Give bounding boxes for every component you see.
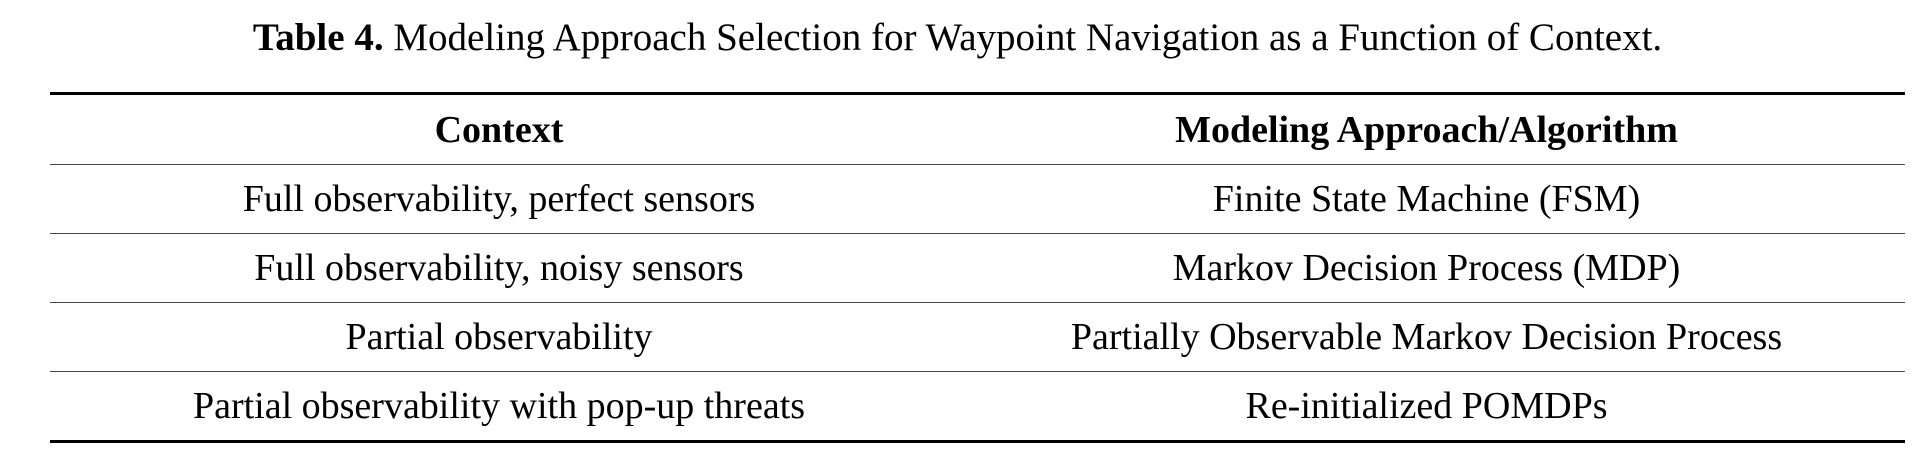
table-row: Full observability, noisy sensors Markov… xyxy=(50,233,1905,302)
table-row: Partial observability Partially Observab… xyxy=(50,302,1905,371)
table-row: Partial observability with pop-up threat… xyxy=(50,371,1905,440)
caption-text: Modeling Approach Selection for Waypoint… xyxy=(393,16,1663,59)
context-cell: Full observability, noisy sensors xyxy=(254,247,744,289)
header-context: Context xyxy=(434,108,564,151)
context-cell: Full observability, perfect sensors xyxy=(242,178,756,220)
header-modeling-approach: Modeling Approach/Algorithm xyxy=(1175,108,1678,151)
table-row: Full observability, perfect sensors Fini… xyxy=(50,164,1905,233)
context-cell: Partial observability with pop-up threat… xyxy=(192,385,806,427)
caption-label: Table 4. xyxy=(252,16,384,59)
table-caption: Table 4. Modeling Approach Selection for… xyxy=(0,10,1915,66)
approach-cell: Finite State Machine (FSM) xyxy=(1212,178,1641,220)
approach-cell: Partially Observable Markov Decision Pro… xyxy=(1070,316,1783,358)
context-modeling-table: Context Modeling Approach/Algorithm Full… xyxy=(50,92,1905,443)
context-cell: Partial observability xyxy=(345,316,653,358)
table-header-row: Context Modeling Approach/Algorithm xyxy=(50,95,1905,164)
approach-cell: Markov Decision Process (MDP) xyxy=(1172,247,1681,289)
approach-cell: Re-initialized POMDPs xyxy=(1245,385,1608,427)
